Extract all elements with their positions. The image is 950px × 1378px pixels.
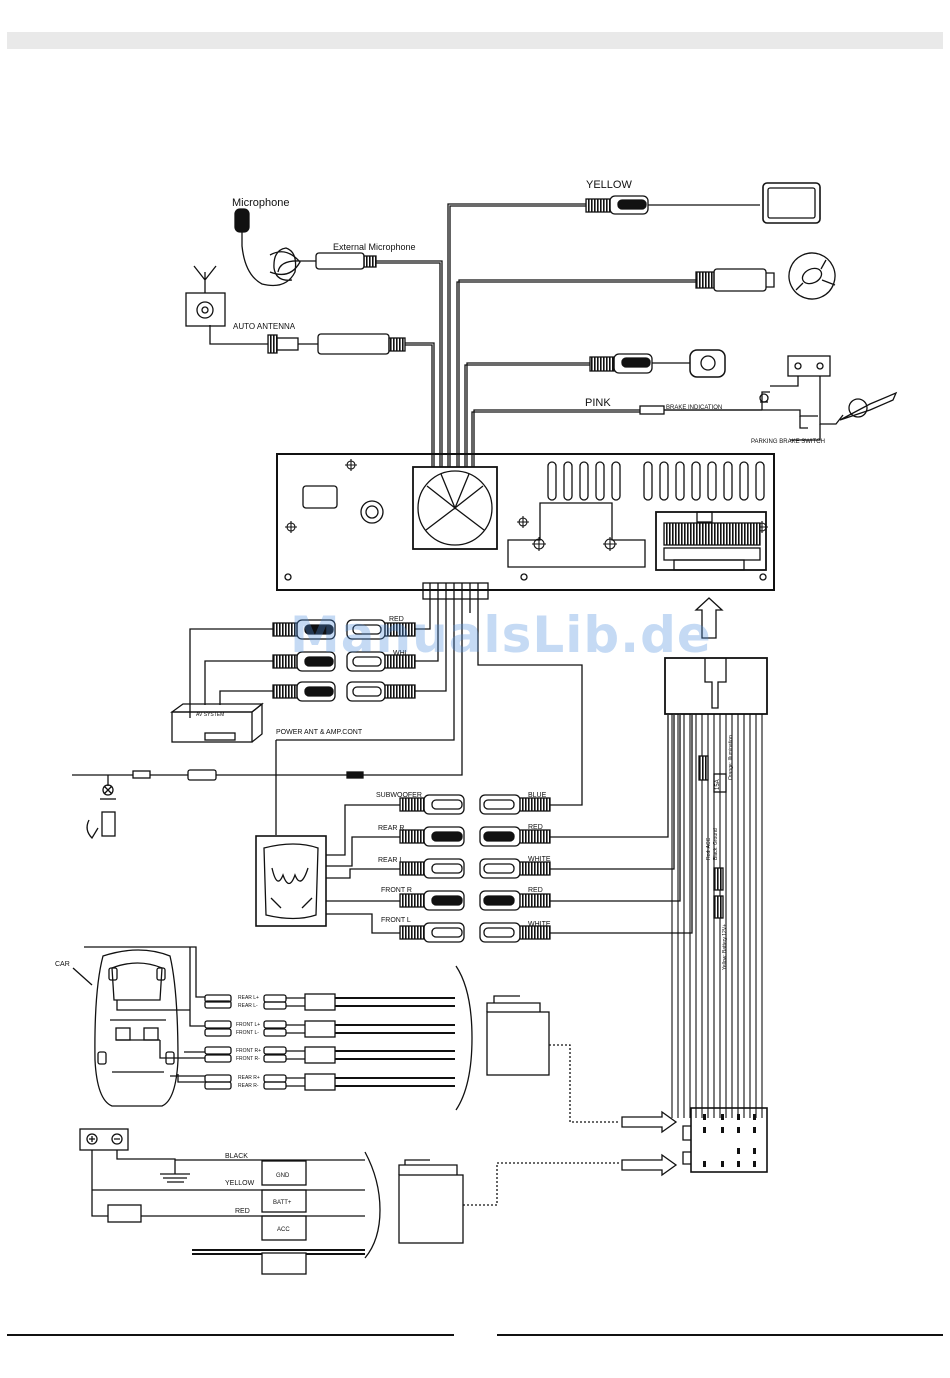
label-car: CAR xyxy=(55,961,70,968)
label-front-l-plus: FRONT L+ xyxy=(236,1022,260,1028)
label-av-red: RED xyxy=(389,616,404,623)
label-orange-illumination: Orange: Illumination xyxy=(728,735,734,780)
label-yellow-power: YELLOW xyxy=(225,1180,255,1187)
label-white-front-l: WHITE xyxy=(528,921,551,928)
label-fuse: 15A xyxy=(715,779,721,790)
label-front-r-plus: FRONT R+ xyxy=(236,1048,261,1054)
label-rear-l-plus: REAR L+ xyxy=(238,995,259,1001)
footer-line-left xyxy=(7,1334,454,1336)
label-yellow-battery: Yellow: Battery 12V+ xyxy=(722,924,728,970)
microphone-icon xyxy=(234,208,301,287)
label-black-ground: Black: Ground xyxy=(713,828,719,860)
av-system-box xyxy=(170,702,264,743)
speaker-wire-rows xyxy=(204,965,473,1111)
label-red-power: RED xyxy=(235,1208,250,1215)
label-front-r-minus: FRONT R- xyxy=(236,1056,260,1062)
ignition-switch xyxy=(107,1204,142,1223)
ground-bolt xyxy=(360,500,384,524)
battery-icon xyxy=(79,1128,129,1151)
label-auto-antenna: AUTO ANTENNA xyxy=(233,322,296,331)
label-front-r: FRONT R xyxy=(381,887,412,894)
label-yellow-video: YELLOW xyxy=(586,179,632,191)
label-front-l: FRONT L xyxy=(381,917,411,924)
label-red-acc: Red: ACC xyxy=(706,837,712,860)
label-pink: PINK xyxy=(585,397,611,409)
label-av-white: WHI xyxy=(393,650,407,657)
power-plug-block xyxy=(398,1159,464,1244)
label-parking-brake-switch: PARKING BRAKE SWITCH xyxy=(751,439,825,445)
arrow-up-icon xyxy=(694,597,724,639)
label-external-microphone: External Microphone xyxy=(333,242,416,252)
car-outline-icon xyxy=(94,949,179,1107)
label-gnd: GND xyxy=(276,1173,290,1179)
label-black: BLACK xyxy=(225,1153,248,1160)
bracket-outline xyxy=(507,502,646,568)
label-acc: ACC xyxy=(277,1227,290,1233)
label-rear-l: REAR L xyxy=(378,857,403,864)
iso-plug xyxy=(664,657,768,715)
label-microphone: Microphone xyxy=(232,197,289,209)
label-brake-indication: BRAKE INDICATION xyxy=(666,405,722,411)
label-av-system: AV SYSTEM xyxy=(196,712,224,718)
label-white-rear-l: WHITE xyxy=(528,856,551,863)
label-red-rear-r: RED xyxy=(528,824,543,831)
parking-brake-icon xyxy=(759,355,898,441)
cooling-fan xyxy=(412,466,498,550)
speaker-plug-block xyxy=(486,995,550,1076)
label-front-l-minus: FRONT L- xyxy=(236,1030,259,1036)
steering-wheel-icon xyxy=(788,252,836,300)
amplifier-box xyxy=(255,835,327,927)
label-power-ant: POWER ANT & AMP.CONT xyxy=(276,729,363,736)
footer-line-right xyxy=(497,1334,943,1336)
label-rear-l-minus: REAR L- xyxy=(238,1003,258,1009)
antenna-icon xyxy=(185,265,226,327)
monitor-icon xyxy=(762,182,821,224)
av-rca-connectors xyxy=(272,619,416,702)
header-bar xyxy=(7,32,943,49)
label-batt: BATT+ xyxy=(273,1200,292,1206)
arrow-right-icon xyxy=(621,1110,678,1134)
vent-slots xyxy=(547,461,765,501)
label-rear-r-minus: REAR R- xyxy=(238,1083,259,1089)
preout-rca-rows xyxy=(399,794,551,943)
label-blue: BLUE xyxy=(528,792,547,799)
label-rear-r: REAR R xyxy=(378,825,404,832)
label-red-front-r: RED xyxy=(528,887,543,894)
rear-panel-slot xyxy=(302,485,338,509)
label-subwoofer: SUBWOOFER xyxy=(376,792,422,799)
label-rear-r-plus: REAR R+ xyxy=(238,1075,260,1081)
camera-icon xyxy=(689,349,726,378)
head-unit-chassis xyxy=(276,453,775,591)
amp-remote-icon xyxy=(86,811,116,840)
